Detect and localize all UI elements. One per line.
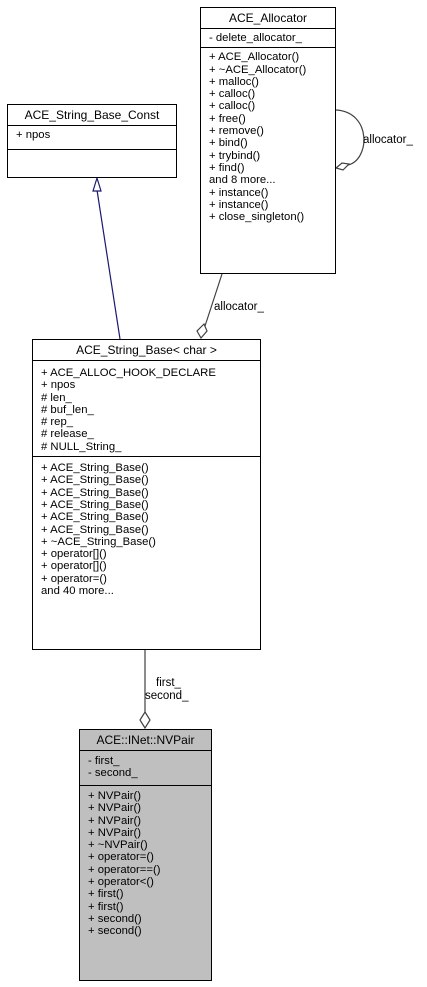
methods-section: + ACE_String_Base() + ACE_String_Base() …	[33, 456, 260, 600]
method: + ACE_String_Base()	[41, 474, 149, 487]
attribute: + ACE_ALLOC_HOOK_DECLARE	[41, 367, 216, 379]
self-allocator-edge-label: allocator_	[363, 134, 413, 146]
first-edge-label: first_	[156, 677, 182, 689]
method: + bind()	[209, 137, 248, 150]
class-ace-string-base-const[interactable]: ACE_String_Base_Const + npos	[7, 104, 177, 178]
method: + operator[]()	[41, 548, 107, 561]
method: and 8 more...	[209, 174, 276, 187]
class-ace-allocator[interactable]: ACE_Allocator - delete_allocator_ + ACE_…	[200, 7, 336, 274]
method: + NVPair()	[88, 802, 142, 815]
attributes-section: - first_ - second_	[80, 750, 211, 785]
method: + malloc()	[209, 75, 259, 88]
attribute: # release_	[41, 428, 94, 441]
method: + operator[]()	[41, 560, 107, 573]
self-allocator-association-edge	[335, 109, 365, 166]
method: + ACE_Allocator()	[209, 51, 300, 64]
method: + operator==()	[88, 863, 161, 876]
attribute: - first_	[88, 755, 120, 767]
method: + operator=()	[88, 851, 154, 864]
method: + ~ACE_String_Base()	[41, 535, 156, 548]
class-title: ACE_Allocator	[228, 11, 308, 25]
method: + ACE_String_Base()	[41, 486, 149, 499]
methods-section: + ACE_Allocator() + ~ACE_Allocator() + m…	[201, 47, 335, 226]
class-ace-inet-nvpair[interactable]: ACE::INet::NVPair - first_ - second_ + N…	[79, 729, 212, 981]
methods-section	[8, 149, 176, 175]
method: + ACE_String_Base()	[41, 462, 149, 475]
method: + ACE_String_Base()	[41, 498, 149, 511]
method: and 40 more...	[41, 585, 114, 598]
class-title: ACE_String_Base< char >	[76, 343, 217, 357]
attribute: + npos	[41, 379, 76, 392]
method: + remove()	[209, 125, 264, 138]
string-aggregation-diamond	[139, 710, 151, 730]
class-title: ACE_String_Base_Const	[24, 108, 160, 122]
attribute: # NULL_String_	[41, 440, 122, 453]
method: + trybind()	[209, 149, 261, 162]
self-allocator-aggregation-diamond	[334, 162, 351, 171]
attribute: + npos	[16, 129, 51, 141]
method: + first()	[88, 900, 124, 913]
method: + instance()	[209, 186, 269, 199]
allocator-edge-label: allocator_	[214, 301, 264, 313]
inheritance-edge	[96, 189, 121, 340]
method: + second()	[88, 925, 142, 938]
attribute: # buf_len_	[41, 403, 94, 416]
inheritance-arrowhead	[92, 175, 102, 192]
method: + calloc()	[209, 100, 256, 113]
method: + calloc()	[209, 88, 256, 101]
method: + instance()	[209, 198, 269, 211]
allocator-association-edge	[204, 273, 223, 327]
attribute: - second_	[88, 767, 138, 780]
method: + ACE_String_Base()	[41, 511, 149, 524]
attribute: # len_	[41, 391, 72, 404]
methods-section: + NVPair() + NVPair() + NVPair() + NVPai…	[80, 785, 211, 941]
method: + NVPair()	[88, 790, 142, 802]
method: + operator=()	[41, 572, 107, 585]
attributes-section: + ACE_ALLOC_HOOK_DECLARE + npos # len_ #…	[33, 360, 260, 456]
method: + NVPair()	[88, 814, 142, 827]
method: + ~NVPair()	[88, 839, 148, 852]
attributes-section: - delete_allocator_	[201, 28, 335, 47]
allocator-aggregation-diamond	[196, 322, 208, 340]
class-title: ACE::INet::NVPair	[96, 733, 195, 747]
method: + free()	[209, 112, 246, 125]
method: + ACE_String_Base()	[41, 523, 149, 536]
attributes-section: + npos	[8, 125, 176, 149]
method: + close_singleton()	[209, 211, 305, 224]
method: + operator<()	[88, 876, 154, 889]
method: + NVPair()	[88, 826, 142, 839]
second-edge-label: second_	[145, 690, 189, 702]
attribute: - delete_allocator_	[209, 32, 302, 44]
method: + second()	[88, 912, 142, 925]
attribute: # rep_	[41, 416, 74, 429]
method: + first()	[88, 888, 124, 901]
method: + ~ACE_Allocator()	[209, 63, 307, 76]
method: + find()	[209, 161, 245, 174]
class-ace-string-base[interactable]: ACE_String_Base< char > + ACE_ALLOC_HOOK…	[32, 339, 261, 650]
